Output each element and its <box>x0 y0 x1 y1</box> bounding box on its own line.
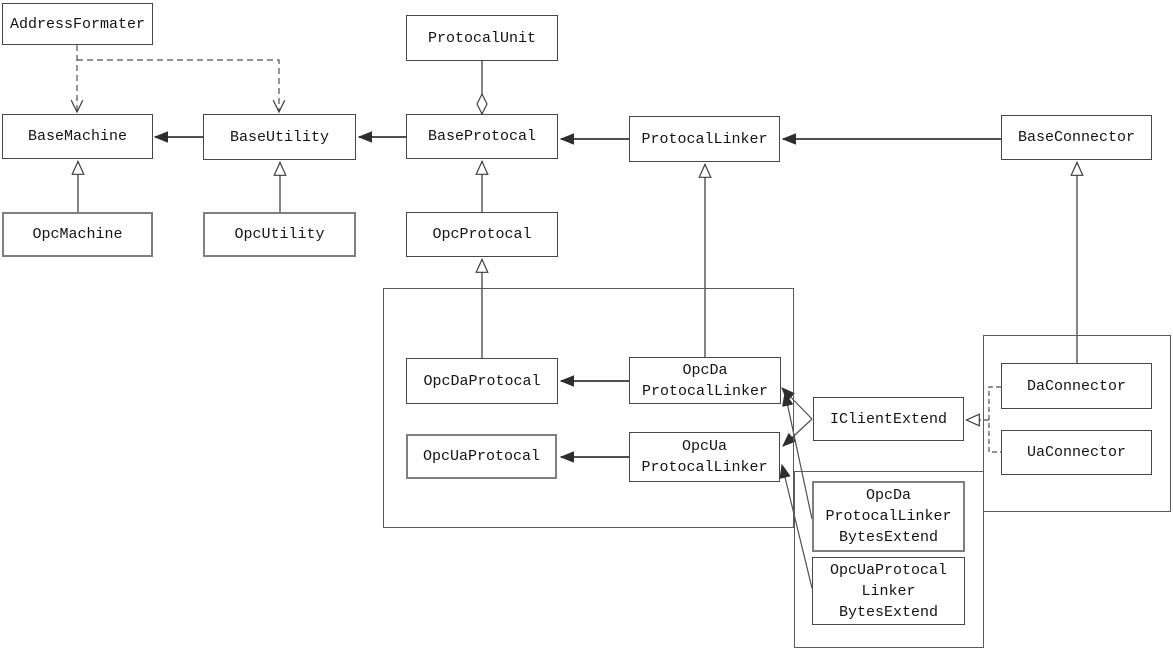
node-base-protocal-label: BaseProtocal <box>427 128 537 145</box>
node-opc-ua-protocal-linker-label: OpcUa ProtocalLinker <box>641 438 768 476</box>
node-opc-ua-protocal-linker[interactable]: OpcUa ProtocalLinker <box>629 432 780 482</box>
edge-opc-da-bytes-extend-to-opc-da-protocal-linker <box>785 393 813 520</box>
node-opc-da-protocal-linker-bytes-extend-label: OpcDa ProtocalLinker BytesExtend <box>825 487 952 546</box>
node-base-machine[interactable]: BaseMachine <box>2 114 153 159</box>
node-protocal-linker[interactable]: ProtocalLinker <box>629 116 780 162</box>
node-opc-protocal-label: OpcProtocal <box>432 226 532 243</box>
edge-opc-ua-bytes-extend-to-opc-ua-protocal-linker <box>782 465 813 589</box>
node-opc-protocal[interactable]: OpcProtocal <box>406 212 558 257</box>
node-protocal-linker-label: ProtocalLinker <box>641 130 768 148</box>
node-opc-machine-label: OpcMachine <box>32 226 123 243</box>
node-ua-connector-label: UaConnector <box>1026 444 1127 461</box>
group-bytes-extend <box>794 471 984 648</box>
node-iclient-extend[interactable]: IClientExtend <box>813 397 964 441</box>
group-connectors <box>983 335 1171 512</box>
node-da-connector-label: DaConnector <box>1026 377 1127 395</box>
node-base-utility-label: BaseUtility <box>229 128 330 146</box>
node-opc-utility[interactable]: OpcUtility <box>203 212 356 257</box>
node-opc-da-protocal-linker-bytes-extend[interactable]: OpcDa ProtocalLinker BytesExtend <box>812 481 965 552</box>
node-opc-ua-protocal-linker-bytes-extend[interactable]: OpcUaProtocal Linker BytesExtend <box>812 557 965 625</box>
node-protocal-unit[interactable]: ProtocalUnit <box>406 15 558 61</box>
node-opc-ua-protocal[interactable]: OpcUaProtocal <box>406 434 557 479</box>
group-opc-implementations <box>383 288 794 528</box>
node-opc-da-protocal-linker-label: OpcDa ProtocalLinker <box>641 361 769 400</box>
node-opc-utility-label: OpcUtility <box>234 226 325 243</box>
node-opc-da-protocal-label: OpcDaProtocal <box>423 372 541 390</box>
node-opc-da-protocal-linker[interactable]: OpcDa ProtocalLinker <box>629 357 781 404</box>
node-iclient-extend-label: IClientExtend <box>829 410 948 428</box>
edge-iclient-extend-to-opc-ua-protocal-linker <box>783 418 813 446</box>
node-base-connector-label: BaseConnector <box>1017 129 1136 146</box>
node-ua-connector[interactable]: UaConnector <box>1001 430 1152 475</box>
node-da-connector[interactable]: DaConnector <box>1001 363 1152 409</box>
node-opc-da-protocal[interactable]: OpcDaProtocal <box>406 358 558 404</box>
node-opc-machine[interactable]: OpcMachine <box>2 212 153 257</box>
node-base-machine-label: BaseMachine <box>27 128 128 145</box>
node-base-protocal[interactable]: BaseProtocal <box>406 114 558 159</box>
edge-address-formater-to-base-utility <box>77 59 286 114</box>
node-address-formater-label: AddressFormater <box>9 15 146 33</box>
node-base-utility[interactable]: BaseUtility <box>203 114 356 160</box>
node-base-connector[interactable]: BaseConnector <box>1001 115 1152 160</box>
node-protocal-unit-label: ProtocalUnit <box>427 29 537 47</box>
node-address-formater[interactable]: AddressFormater <box>2 3 153 45</box>
node-opc-ua-protocal-label: OpcUaProtocal <box>422 448 541 465</box>
node-opc-ua-protocal-linker-bytes-extend-label: OpcUaProtocal Linker BytesExtend <box>829 561 948 621</box>
